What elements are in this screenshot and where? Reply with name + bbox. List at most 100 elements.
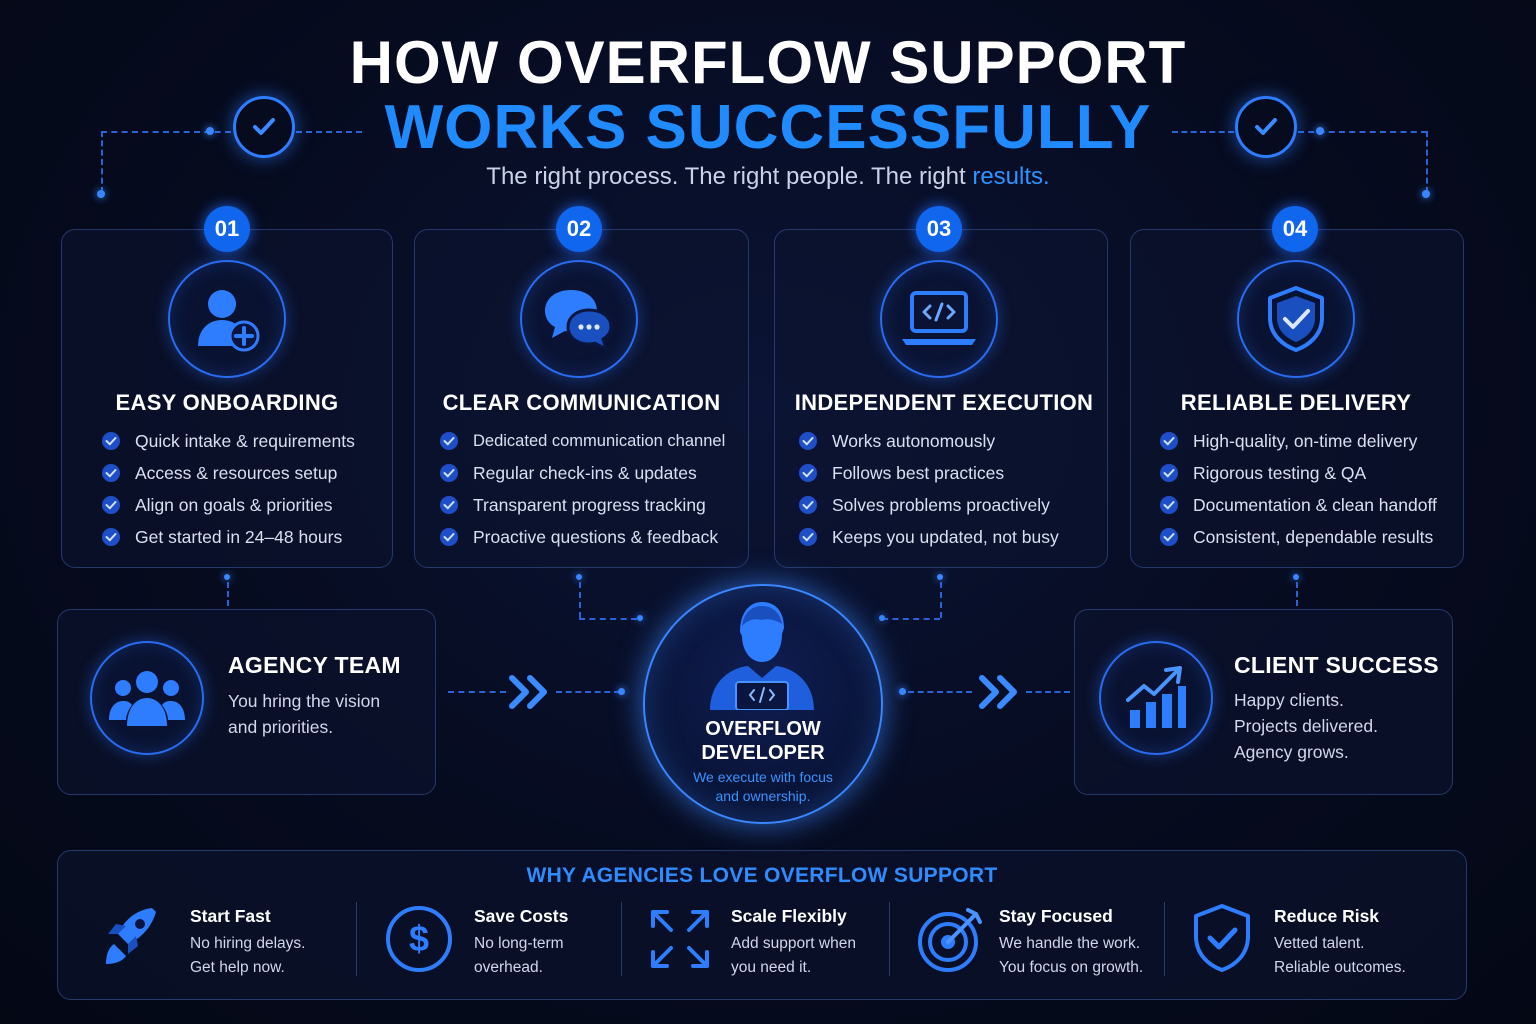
list-item: Solves problems proactively bbox=[798, 489, 1098, 521]
check-bullet-icon bbox=[440, 528, 458, 546]
client-description: Happy clients. Projects delivered. Agenc… bbox=[1234, 687, 1378, 765]
list-item: Keeps you updated, not busy bbox=[798, 521, 1098, 553]
flow-line bbox=[908, 691, 972, 693]
check-bullet-icon bbox=[102, 464, 120, 482]
shield-check-icon bbox=[1237, 260, 1355, 378]
list-item: Dedicated communication channel bbox=[439, 425, 744, 457]
check-bullet-icon bbox=[102, 528, 120, 546]
decor-dot bbox=[1422, 190, 1430, 198]
step-title: INDEPENDENT EXECUTION bbox=[794, 390, 1094, 415]
step-title: CLEAR COMMUNICATION bbox=[442, 390, 721, 415]
connector-dot bbox=[576, 574, 582, 580]
client-line: Projects delivered. bbox=[1234, 716, 1378, 736]
check-bullet-icon bbox=[1160, 496, 1178, 514]
benefit-text: Vetted talent. Reliable outcomes. bbox=[1274, 932, 1406, 980]
check-bullet-icon bbox=[1160, 432, 1178, 450]
page-subtitle: The right process. The right people. The… bbox=[0, 163, 1536, 191]
step-title: EASY ONBOARDING bbox=[115, 390, 339, 415]
list-item-label: Quick intake & requirements bbox=[135, 430, 355, 451]
user-plus-icon bbox=[168, 260, 286, 378]
developer-title: OVERFLOW DEVELOPER bbox=[643, 717, 883, 765]
client-title: CLIENT SUCCESS bbox=[1234, 652, 1439, 678]
subtitle-accent: results. bbox=[972, 163, 1050, 190]
list-item-label: Transparent progress tracking bbox=[473, 494, 706, 515]
step-checklist: Dedicated communication channel Regular … bbox=[439, 425, 744, 553]
list-item-label: Consistent, dependable results bbox=[1193, 526, 1434, 547]
client-success-card bbox=[1074, 609, 1453, 795]
page-title-line1: HOW OVERFLOW SUPPORT bbox=[349, 29, 1187, 96]
list-item: Transparent progress tracking bbox=[439, 489, 744, 521]
benefit-line: We handle the work. bbox=[999, 935, 1141, 952]
list-item: Access & resources setup bbox=[101, 457, 391, 489]
check-bullet-icon bbox=[799, 464, 817, 482]
connector-dot bbox=[879, 615, 885, 621]
svg-text:$: $ bbox=[409, 918, 429, 959]
connector-line bbox=[940, 582, 942, 618]
benefit-line: You focus on growth. bbox=[999, 959, 1144, 976]
list-item: High-quality, on-time delivery bbox=[1159, 425, 1459, 457]
step-number-badge: 02 bbox=[556, 206, 602, 252]
page-title-line2: WORKS SUCCESSFULLY bbox=[384, 93, 1152, 162]
check-bullet-icon bbox=[440, 464, 458, 482]
list-item-label: Regular check-ins & updates bbox=[473, 462, 697, 483]
benefit-title: Save Costs bbox=[474, 906, 569, 926]
flow-line bbox=[1026, 691, 1070, 693]
expand-arrows-icon bbox=[651, 910, 709, 968]
divider bbox=[1164, 902, 1165, 976]
list-item: Quick intake & requirements bbox=[101, 425, 391, 457]
check-bullet-icon bbox=[440, 496, 458, 514]
list-item-label: Get started in 24–48 hours bbox=[135, 526, 343, 547]
laptop-code-icon bbox=[880, 260, 998, 378]
flow-line bbox=[448, 691, 506, 693]
decor-line bbox=[101, 131, 103, 193]
double-chevron-right-icon bbox=[979, 675, 1017, 709]
benefit-title: Scale Flexibly bbox=[731, 906, 847, 926]
decor-line bbox=[1426, 131, 1428, 193]
agency-line: and priorities. bbox=[228, 717, 334, 737]
list-item-label: Works autonomously bbox=[832, 430, 996, 451]
double-chevron-right-icon bbox=[509, 675, 547, 709]
agency-line: You hring the vision bbox=[228, 691, 381, 711]
step-checklist: Quick intake & requirements Access & res… bbox=[101, 425, 391, 553]
list-item-label: High-quality, on-time delivery bbox=[1193, 430, 1418, 451]
benefit-line: No long-term bbox=[474, 935, 564, 952]
connector-dot bbox=[899, 688, 906, 695]
benefit-line: Add support when bbox=[731, 935, 856, 952]
step-checklist: High-quality, on-time delivery Rigorous … bbox=[1159, 425, 1459, 553]
check-bullet-icon bbox=[102, 496, 120, 514]
list-item: Get started in 24–48 hours bbox=[101, 521, 391, 553]
list-item-label: Dedicated communication channel bbox=[473, 431, 726, 450]
check-bullet-icon bbox=[799, 496, 817, 514]
list-item-label: Align on goals & priorities bbox=[135, 494, 333, 515]
benefit-text: We handle the work. You focus on growth. bbox=[999, 932, 1143, 980]
benefit-title: Reduce Risk bbox=[1274, 906, 1380, 926]
decor-dot bbox=[1316, 127, 1324, 135]
step-number-badge: 01 bbox=[204, 206, 250, 252]
list-item-label: Documentation & clean handoff bbox=[1193, 494, 1437, 515]
check-bullet-icon bbox=[799, 528, 817, 546]
client-line: Agency grows. bbox=[1234, 742, 1349, 762]
subtitle-main: The right process. The right people. The… bbox=[486, 163, 973, 190]
benefit-title: Start Fast bbox=[190, 906, 271, 926]
connector-line bbox=[579, 618, 637, 620]
dollar-icon: $ bbox=[386, 906, 452, 972]
list-item: Consistent, dependable results bbox=[1159, 521, 1459, 553]
list-item: Proactive questions & feedback bbox=[439, 521, 744, 553]
shield-check-icon bbox=[1194, 904, 1250, 972]
list-item-label: Follows best practices bbox=[832, 462, 1005, 483]
check-circle-icon bbox=[233, 96, 295, 158]
list-item-label: Solves problems proactively bbox=[832, 494, 1050, 515]
list-item: Documentation & clean handoff bbox=[1159, 489, 1459, 521]
decor-dot bbox=[97, 190, 105, 198]
team-icon bbox=[90, 641, 204, 755]
list-item-label: Access & resources setup bbox=[135, 462, 338, 483]
benefit-line: Reliable outcomes. bbox=[1274, 959, 1406, 976]
why-title: WHY AGENCIES LOVE OVERFLOW SUPPORT bbox=[526, 864, 998, 887]
chat-bubbles-icon bbox=[520, 260, 638, 378]
list-item: Works autonomously bbox=[798, 425, 1098, 457]
agency-description: You hring the vision and priorities. bbox=[228, 688, 380, 740]
connector-dot bbox=[618, 688, 625, 695]
agency-title: AGENCY TEAM bbox=[228, 652, 401, 678]
divider bbox=[621, 902, 622, 976]
benefit-title: Stay Focused bbox=[999, 906, 1113, 926]
